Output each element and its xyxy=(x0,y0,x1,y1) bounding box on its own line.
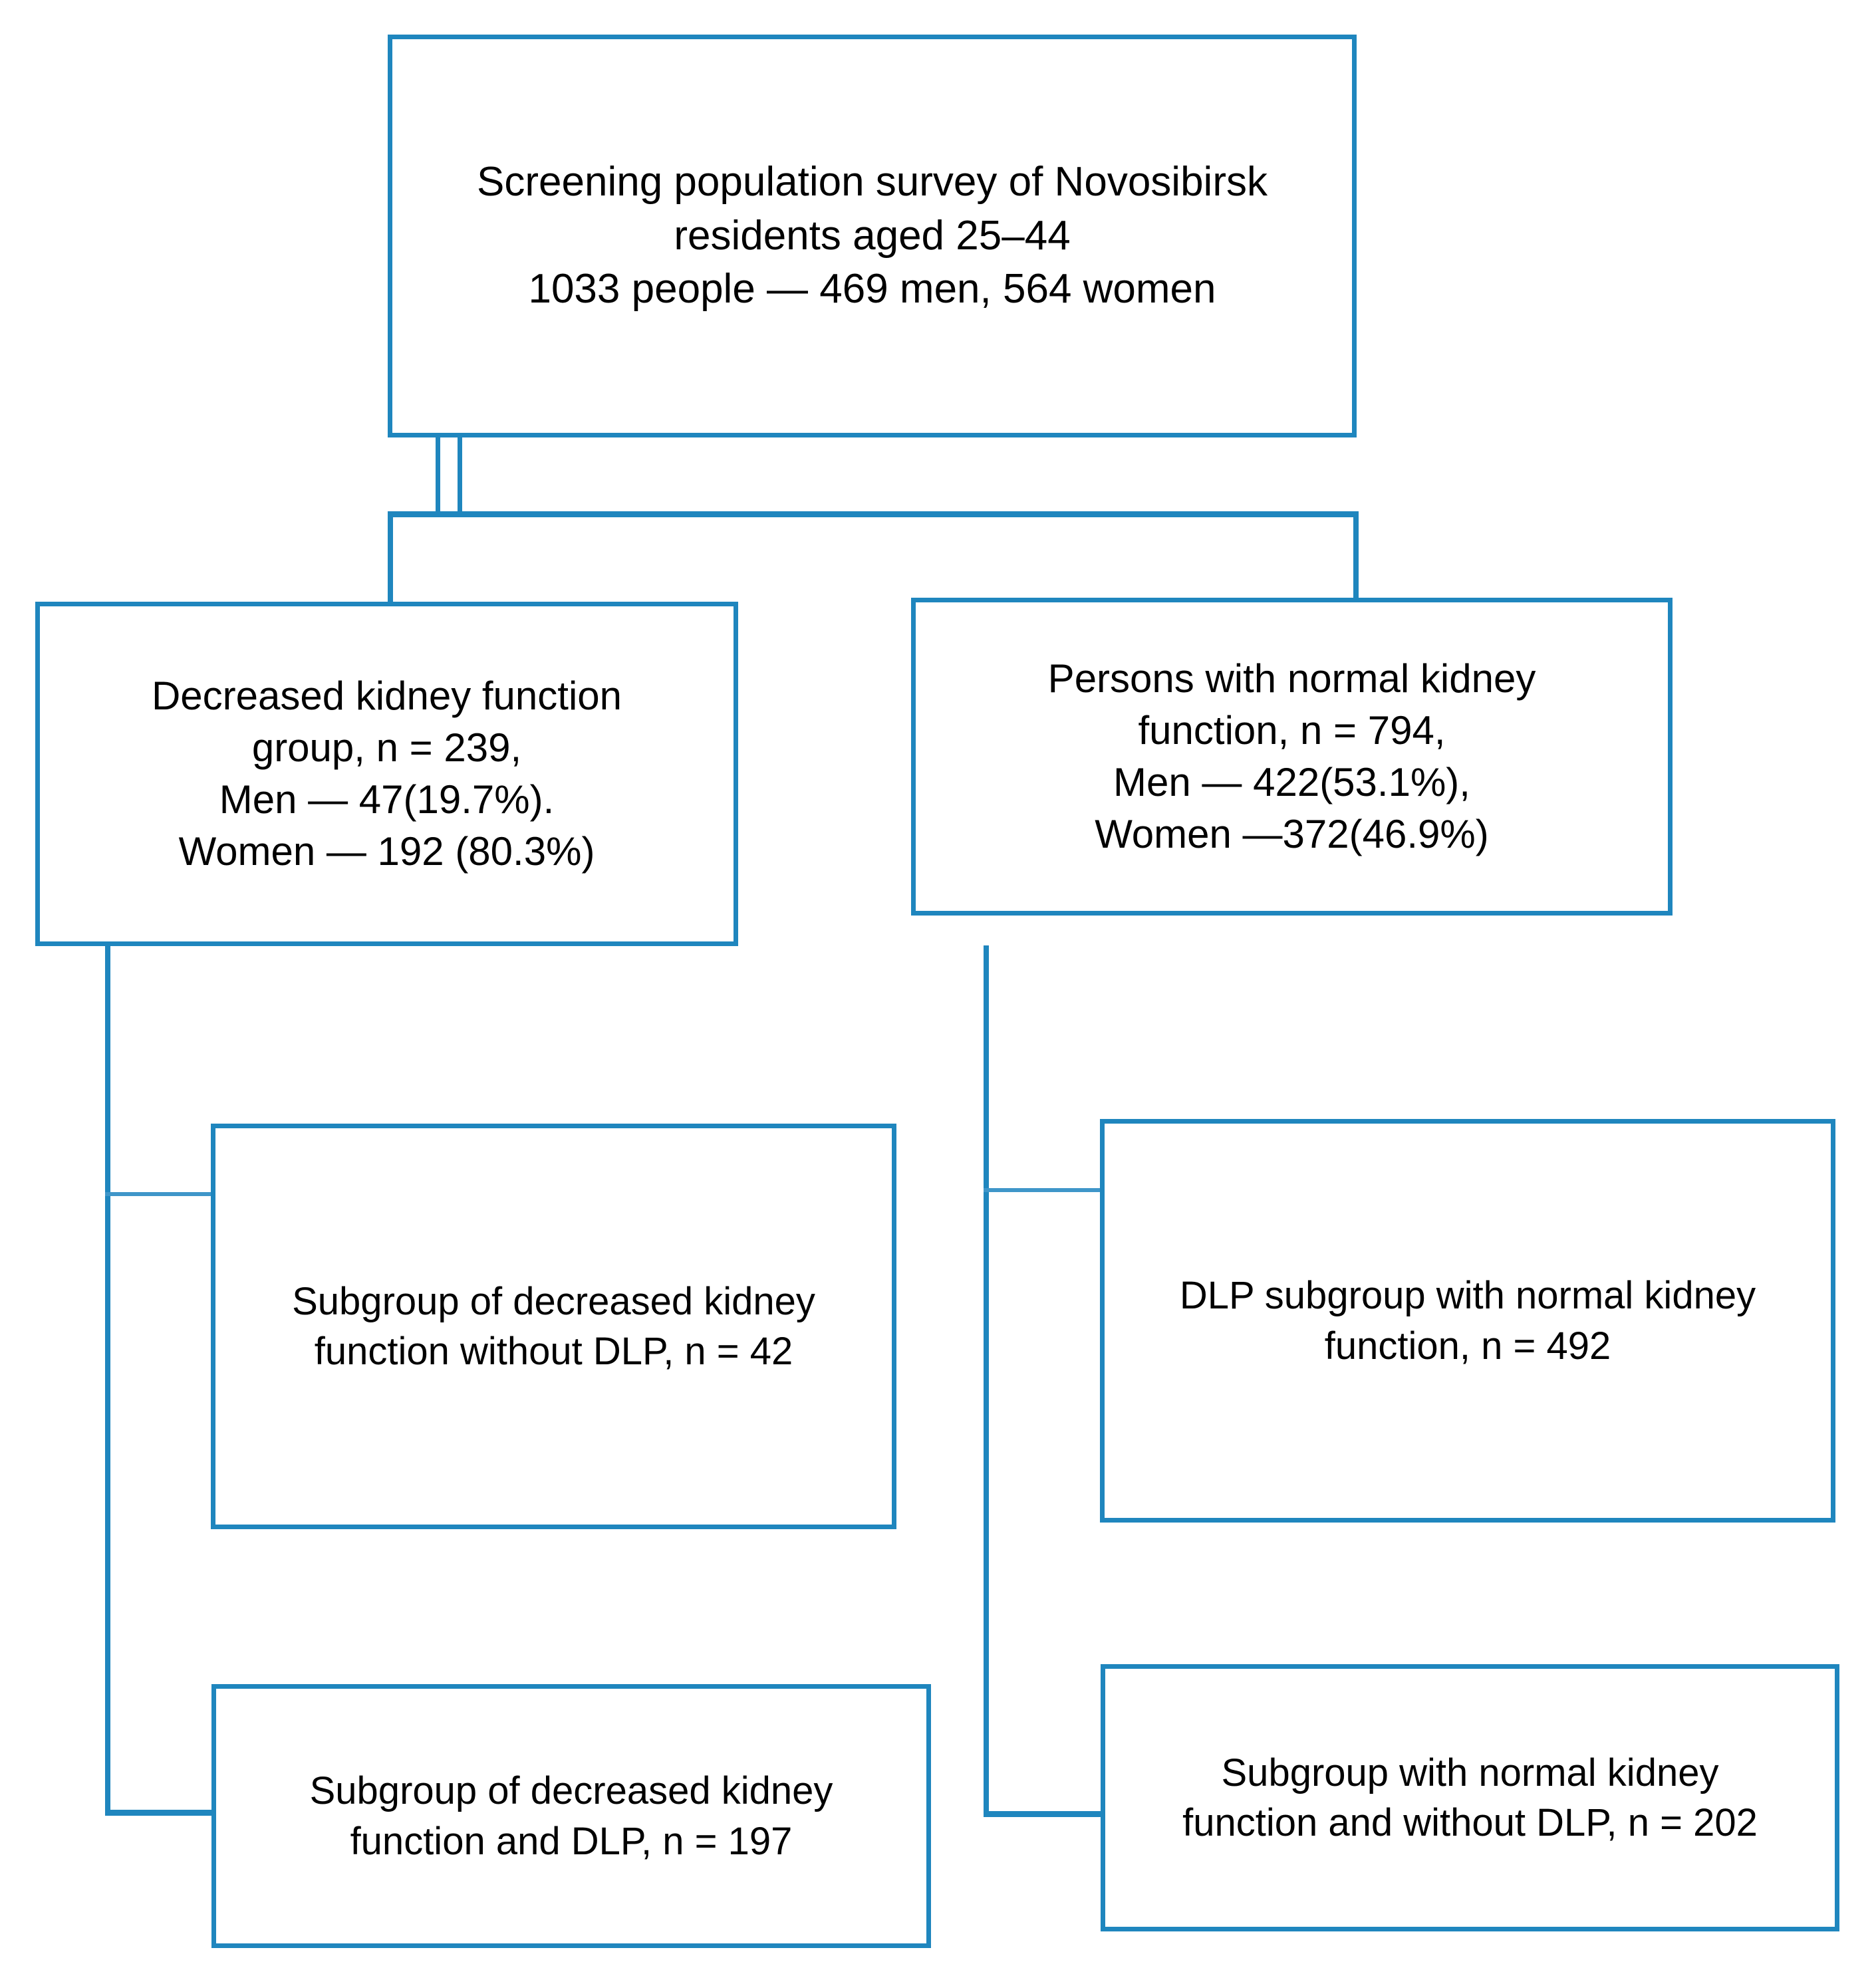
connector-root-stem-right xyxy=(458,433,462,516)
node-subgroup-decreased-and-dlp-label: Subgroup of decreased kidney function an… xyxy=(309,1769,833,1863)
connector-elbow-left-upper xyxy=(105,1192,213,1196)
node-dlp-subgroup-normal-kidney-label: DLP subgroup with normal kidney function… xyxy=(1179,1274,1756,1368)
node-subgroup-decreased-and-dlp: Subgroup of decreased kidney function an… xyxy=(211,1684,931,1948)
node-normal-kidney-function-group-label: Persons with normal kidney function, n =… xyxy=(1047,656,1536,856)
connector-elbow-left-lower xyxy=(105,1810,214,1816)
node-decreased-kidney-function-group: Decreased kidney function group, n = 239… xyxy=(35,602,738,946)
connector-split-bar xyxy=(388,511,1359,517)
node-subgroup-decreased-without-dlp-label: Subgroup of decreased kidney function wi… xyxy=(292,1279,815,1373)
node-screening-population: Screening population survey of Novosibir… xyxy=(388,35,1357,437)
connector-riser-left xyxy=(388,511,393,604)
node-dlp-subgroup-normal-kidney: DLP subgroup with normal kidney function… xyxy=(1100,1119,1835,1523)
node-normal-kidney-function-group: Persons with normal kidney function, n =… xyxy=(911,598,1673,916)
connector-riser-right xyxy=(1353,511,1359,602)
connector-root-stem-left xyxy=(436,433,440,516)
connector-elbow-right-upper xyxy=(984,1188,1103,1192)
connector-spine-left xyxy=(105,943,110,1815)
node-subgroup-decreased-without-dlp: Subgroup of decreased kidney function wi… xyxy=(211,1124,896,1529)
connector-spine-right xyxy=(984,945,989,1816)
node-screening-population-label: Screening population survey of Novosibir… xyxy=(477,159,1268,312)
node-decreased-kidney-function-group-label: Decreased kidney function group, n = 239… xyxy=(151,674,622,874)
connector-elbow-right-lower xyxy=(984,1811,1104,1817)
node-subgroup-normal-without-dlp: Subgroup with normal kidney function and… xyxy=(1101,1664,1839,1931)
node-subgroup-normal-without-dlp-label: Subgroup with normal kidney function and… xyxy=(1182,1751,1758,1844)
